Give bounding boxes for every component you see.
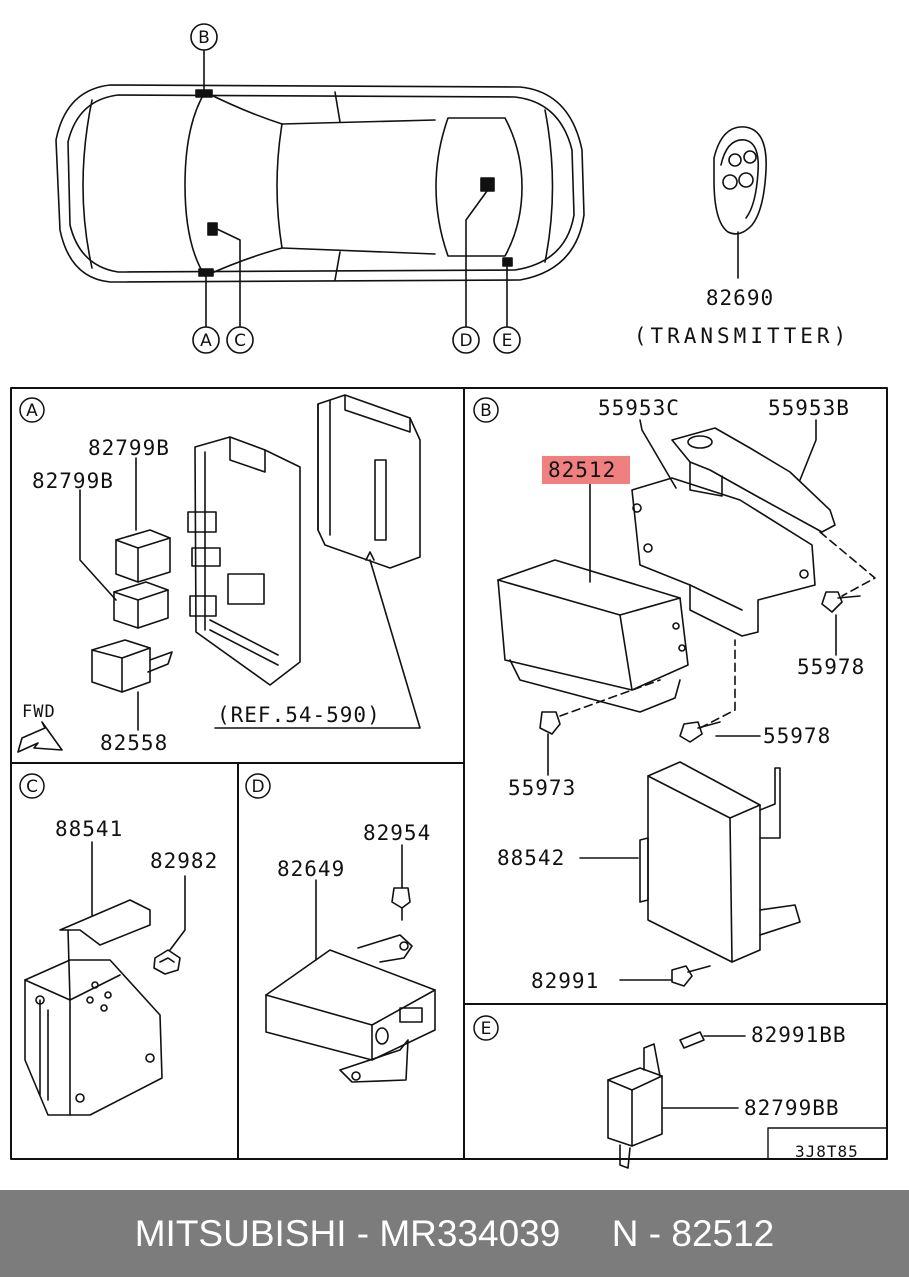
reference-label: (REF.54-590) xyxy=(217,703,381,727)
highlight-box xyxy=(542,456,630,484)
part-label-55953b: 55953B xyxy=(768,396,850,420)
svg-text:D: D xyxy=(251,777,264,797)
svg-text:A: A xyxy=(200,331,212,351)
code-box xyxy=(767,1127,888,1160)
car-top-view xyxy=(55,84,585,283)
transmitter-caption: (TRANSMITTER) xyxy=(634,324,850,348)
part-number-footer: MITSUBISHI - MR334039 N - 82512 xyxy=(0,1190,909,1277)
parts-diagram: B A C D E 82690 (TRANSMITTER) A B C D E … xyxy=(10,23,888,1169)
section-c-illustration xyxy=(24,841,186,1116)
part-label-82558: 82558 xyxy=(100,731,168,755)
car-marker-c: C xyxy=(226,326,254,354)
svg-text:E: E xyxy=(502,331,513,351)
section-b-letter: B xyxy=(473,397,499,423)
car-marker-e: E xyxy=(493,326,521,354)
part-label-82991bb: 82991BB xyxy=(751,1023,847,1047)
diagram-code: 3J8T85 xyxy=(795,1142,859,1161)
part-label-82649: 82649 xyxy=(277,857,345,881)
transmitter-icon xyxy=(713,126,767,279)
part-label-82954: 82954 xyxy=(363,821,431,845)
footer-text: MITSUBISHI - MR334039 N - 82512 xyxy=(134,1212,775,1254)
part-label-88541: 88541 xyxy=(55,817,123,841)
part-label-82799b-lower: 82799B xyxy=(32,469,114,493)
part-label-82799b-upper: 82799B xyxy=(88,436,170,460)
svg-text:C: C xyxy=(26,777,38,797)
part-label-55978-right: 55978 xyxy=(797,655,865,679)
svg-text:D: D xyxy=(459,331,472,351)
section-a-illustration xyxy=(17,394,421,753)
car-marker-d: D xyxy=(452,326,480,354)
section-frames xyxy=(10,387,888,1160)
part-label-55978-center: 55978 xyxy=(763,724,831,748)
part-label-55953c: 55953C xyxy=(598,396,680,420)
section-d-letter: D xyxy=(245,773,271,799)
part-label-88542: 88542 xyxy=(497,846,565,870)
svg-text:C: C xyxy=(234,331,246,351)
section-c-letter: C xyxy=(19,773,45,799)
section-e-letter: E xyxy=(473,1015,499,1041)
svg-text:B: B xyxy=(480,401,492,421)
section-a-letter: A xyxy=(19,397,45,423)
part-label-82799bb: 82799BB xyxy=(744,1096,840,1120)
svg-text:B: B xyxy=(198,28,210,48)
car-marker-b: B xyxy=(190,23,218,51)
part-label-55973: 55973 xyxy=(508,776,576,800)
transmitter-part-label: 82690 xyxy=(706,286,774,310)
car-location-markers xyxy=(195,49,513,329)
part-label-82512-highlighted: 82512 xyxy=(548,458,616,482)
section-d-illustration xyxy=(265,844,436,1083)
section-b-illustration xyxy=(497,419,876,987)
fwd-label: FWD xyxy=(22,702,56,722)
part-label-82991: 82991 xyxy=(531,969,599,993)
car-marker-a: A xyxy=(192,326,220,354)
part-label-82982: 82982 xyxy=(150,849,218,873)
svg-text:E: E xyxy=(481,1019,492,1039)
svg-text:A: A xyxy=(26,401,38,421)
section-e-illustration xyxy=(607,1031,746,1169)
